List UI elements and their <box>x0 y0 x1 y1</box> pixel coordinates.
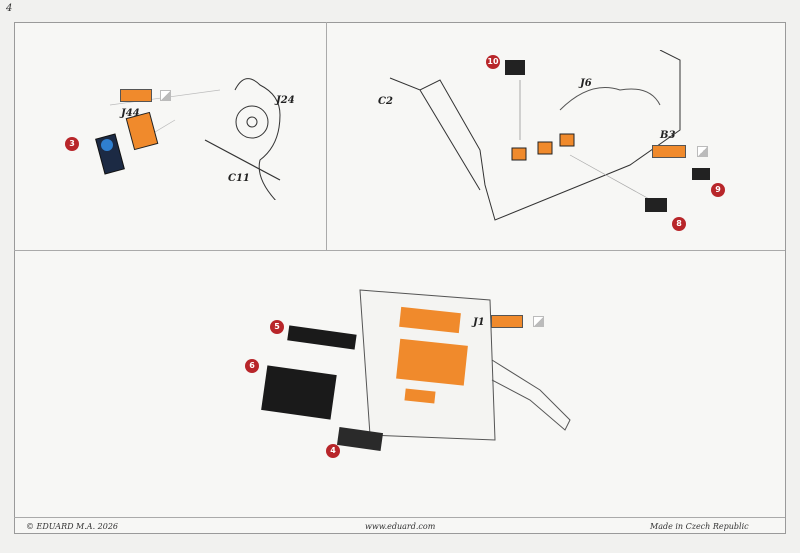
callout-10: 10 <box>486 55 500 69</box>
copyright: © EDUARD M.A. 2026 <box>26 522 119 531</box>
callout-6: 6 <box>245 359 259 373</box>
divider <box>14 517 785 518</box>
part-label-j24: J24 <box>276 95 295 106</box>
instruction-sheet <box>14 22 786 534</box>
step2-drawing <box>389 50 710 221</box>
paint-swatch-orange <box>491 315 523 328</box>
paint-swatch-metal <box>533 316 544 327</box>
paint-swatch-metal <box>697 146 708 157</box>
paint-swatch-metal <box>160 90 171 101</box>
callout-5: 5 <box>270 320 284 334</box>
paint-swatch-orange <box>120 89 152 102</box>
part-label-b3: B3 <box>660 130 676 141</box>
origin-text: Made in Czech Republic <box>650 522 749 531</box>
part-label-j6: J6 <box>580 78 592 89</box>
step1-drawing <box>95 78 281 200</box>
website-link[interactable]: www.eduard.com <box>365 522 436 531</box>
page-number: 4 <box>6 3 13 14</box>
divider <box>14 250 785 251</box>
divider <box>326 22 327 250</box>
part-label-c11: C11 <box>228 173 250 184</box>
part-label-c2: C2 <box>378 96 393 107</box>
callout-8: 8 <box>672 217 686 231</box>
step3-drawing <box>261 289 571 451</box>
paint-swatch-orange <box>652 145 686 158</box>
part-label-j1: J1 <box>473 317 485 328</box>
callout-4: 4 <box>326 444 340 458</box>
callout-9: 9 <box>711 183 725 197</box>
part-label-j44: J44 <box>121 108 140 119</box>
callout-3: 3 <box>65 137 79 151</box>
